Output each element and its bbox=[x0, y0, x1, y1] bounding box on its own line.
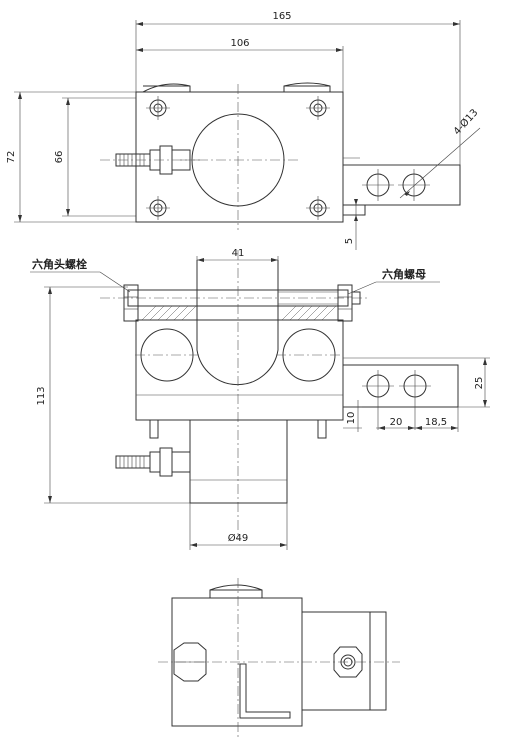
hex-nut-icon bbox=[333, 646, 363, 678]
dim-hole-spec: 4-Ø13 bbox=[451, 107, 480, 138]
dim-height-113: 113 bbox=[36, 386, 47, 405]
mounting-hole-icon bbox=[362, 169, 394, 201]
dim-offset-5: 5 bbox=[344, 238, 355, 244]
dim-pitch-18-5: 18,5 bbox=[425, 417, 447, 428]
mounting-hole-icon bbox=[362, 370, 394, 430]
dim-height-66: 66 bbox=[54, 151, 65, 164]
hex-bolt-head-icon bbox=[173, 642, 207, 682]
dim-height-72: 72 bbox=[6, 151, 17, 164]
dim-pitch-20: 20 bbox=[390, 417, 403, 428]
mounting-hole-icon bbox=[398, 169, 430, 201]
dim-bracket-10: 10 bbox=[346, 412, 357, 425]
clamp-right bbox=[277, 305, 339, 321]
clamp-left bbox=[137, 305, 198, 321]
bolt-hole-icon bbox=[146, 196, 170, 220]
top-view: 165 106 72 66 bbox=[6, 11, 480, 250]
mounting-hole-icon bbox=[399, 370, 431, 430]
cable-connector-icon bbox=[100, 145, 200, 175]
front-view: 41 113 bbox=[30, 248, 490, 550]
bolt-hole-icon bbox=[146, 96, 170, 120]
cable-connector-icon bbox=[115, 447, 191, 477]
label-hex-nut: 六角螺母 bbox=[382, 267, 426, 281]
dim-body-width: 106 bbox=[230, 38, 249, 49]
label-hex-bolt: 六角头螺栓 bbox=[32, 257, 87, 271]
bolt-hole-icon bbox=[306, 196, 330, 220]
dim-bracket-25: 25 bbox=[474, 377, 485, 390]
bolt-hole-icon bbox=[306, 96, 330, 120]
dim-overall-width: 165 bbox=[272, 11, 291, 22]
dim-diameter-49: Ø49 bbox=[228, 532, 249, 544]
side-view bbox=[158, 578, 400, 740]
